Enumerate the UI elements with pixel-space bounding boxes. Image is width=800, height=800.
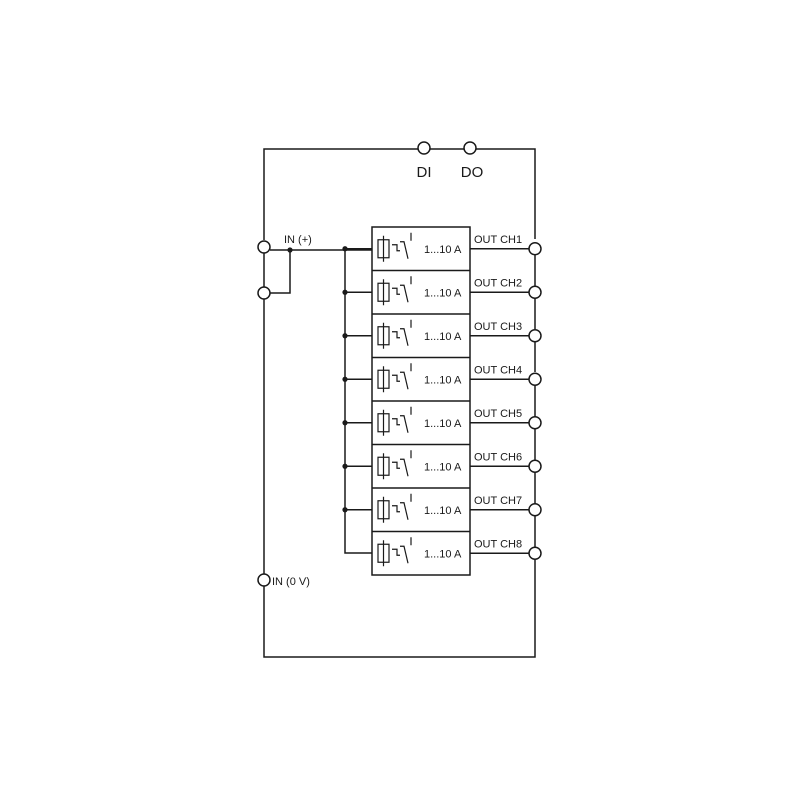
in-zero-terminal	[257, 573, 271, 587]
output-terminal	[528, 546, 542, 560]
channel-4: 1...10 A OUT CH4	[342, 356, 542, 393]
channel-5: 1...10 A OUT CH5	[342, 400, 542, 436]
channel-rating: 1...10 A	[424, 505, 462, 517]
switch-control-icon	[392, 461, 400, 469]
switch-control-icon	[392, 505, 400, 513]
bus-junction	[342, 376, 348, 382]
in-plus-junction	[287, 247, 293, 253]
output-label: OUT CH4	[474, 364, 522, 376]
channel-rating: 1...10 A	[424, 287, 462, 299]
switch-contact-icon	[400, 415, 409, 433]
in-zero-label: IN (0 V)	[272, 576, 310, 588]
switch-contact-icon	[400, 241, 409, 259]
output-terminal	[528, 329, 542, 343]
output-terminal	[528, 285, 542, 299]
supply-bus	[344, 250, 372, 554]
switch-control-icon	[392, 287, 400, 295]
channel-3: 1...10 A OUT CH3	[342, 313, 542, 349]
di-label: DI	[417, 164, 432, 181]
channel-rating: 1...10 A	[424, 548, 462, 560]
switch-control-icon	[392, 418, 400, 426]
output-label: OUT CH2	[474, 277, 522, 289]
switch-contact-icon	[400, 284, 409, 303]
channel-rating: 1...10 A	[424, 418, 462, 430]
switch-contact-icon	[400, 545, 409, 564]
di-terminal	[417, 141, 431, 155]
output-label: OUT CH8	[474, 538, 522, 550]
bus-junction	[342, 420, 348, 426]
bus-junction	[342, 246, 348, 252]
do-terminal	[463, 141, 477, 155]
in-plus-label: IN (+)	[284, 234, 312, 246]
bus-junction	[342, 333, 348, 339]
switch-contact-icon	[400, 328, 409, 346]
output-label: OUT CH1	[474, 234, 522, 246]
output-terminal	[528, 459, 542, 473]
output-terminal	[528, 242, 542, 256]
output-terminal	[528, 372, 542, 386]
in-plus-terminal	[257, 240, 271, 254]
do-label: DO	[461, 164, 484, 181]
switch-control-icon	[392, 374, 400, 382]
channel-rating: 1...10 A	[424, 331, 462, 343]
output-label: OUT CH5	[474, 408, 522, 420]
switch-contact-icon	[400, 371, 409, 390]
channel-list: 1...10 A OUT CH1 1...10 A OUT CH2 1...10 A OU…	[342, 232, 542, 567]
output-terminal	[528, 503, 542, 517]
switch-control-icon	[392, 548, 400, 556]
bus-junction	[342, 507, 348, 513]
output-label: OUT CH6	[474, 451, 522, 463]
housing-outline	[263, 148, 536, 658]
bus-junction	[342, 289, 348, 295]
channel-1: 1...10 A OUT CH1	[342, 232, 542, 262]
switch-contact-icon	[400, 458, 409, 477]
channel-rating: 1...10 A	[424, 374, 462, 386]
in-plus-bridge-terminal	[257, 286, 271, 300]
channel-2: 1...10 A OUT CH2	[342, 269, 542, 306]
output-label: OUT CH7	[474, 495, 522, 507]
switch-control-icon	[392, 331, 400, 339]
channel-rating: 1...10 A	[424, 244, 462, 256]
output-terminal	[528, 416, 542, 430]
channel-6: 1...10 A OUT CH6	[342, 443, 542, 480]
switch-control-icon	[392, 244, 400, 252]
channel-7: 1...10 A OUT CH7	[342, 487, 542, 523]
in-plus-bridge-wire	[270, 249, 372, 294]
output-label: OUT CH3	[474, 321, 522, 333]
channel-8: 1...10 A OUT CH8	[372, 530, 542, 567]
channel-rating: 1...10 A	[424, 461, 462, 473]
switch-contact-icon	[400, 502, 409, 520]
bus-junction	[342, 463, 348, 469]
